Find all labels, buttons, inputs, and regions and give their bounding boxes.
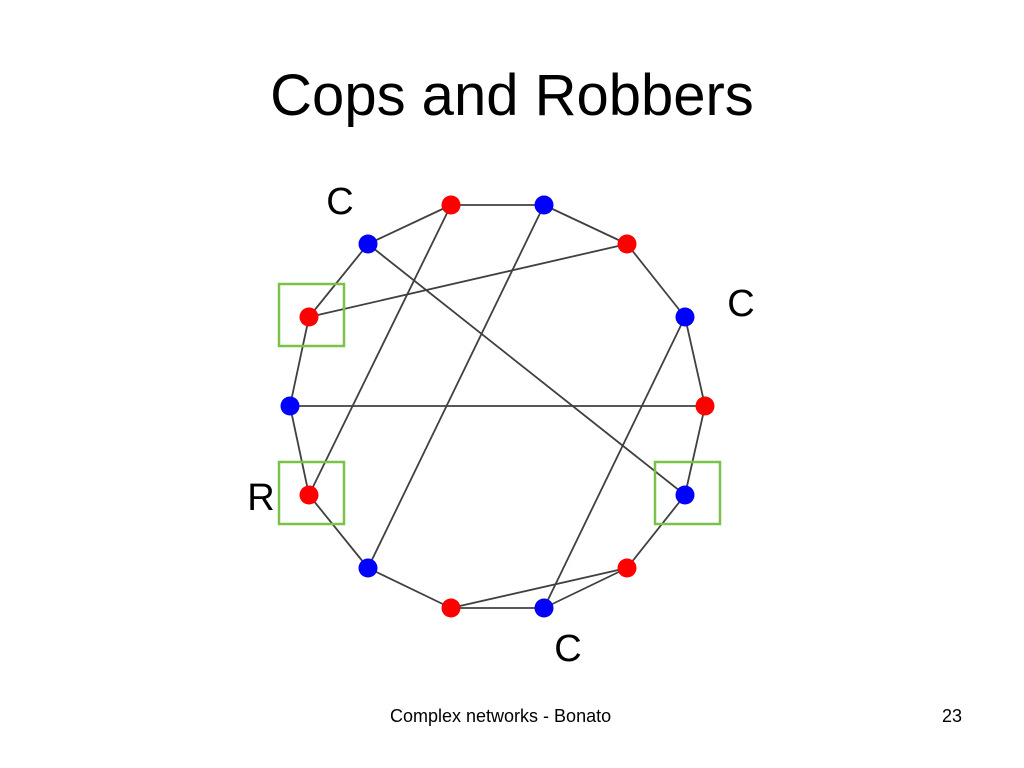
slide-number: 23 [941, 706, 962, 726]
edge [308, 243, 369, 318]
highlight-boxes [277, 282, 722, 526]
blue-vertex [675, 485, 695, 505]
edge [367, 204, 545, 569]
edge [367, 204, 452, 245]
blue-vertex [534, 598, 554, 618]
blue-vertex [280, 396, 300, 416]
blue-vertex [358, 234, 378, 254]
red-vertex [695, 396, 715, 416]
highlight-box [653, 460, 722, 526]
red-vertex [299, 485, 319, 505]
cop-label: C [554, 628, 581, 670]
edge [684, 405, 706, 496]
footer-text: Complex networks - Bonato [390, 706, 612, 726]
red-vertex [617, 234, 637, 254]
highlight-box [277, 282, 346, 348]
cop-label: C [727, 283, 754, 325]
slide-title: Cops and Robbers [270, 63, 754, 128]
cop-label: C [326, 181, 353, 223]
edge [289, 405, 310, 496]
edge [626, 494, 686, 569]
edge [543, 567, 628, 609]
edge [684, 316, 706, 407]
edge [308, 494, 369, 569]
edge [543, 204, 628, 245]
vertices [280, 195, 715, 618]
blue-vertex [675, 307, 695, 327]
highlight-box [277, 460, 346, 526]
edge [308, 243, 628, 318]
edge [450, 567, 628, 609]
red-vertex [299, 307, 319, 327]
edge [367, 567, 452, 609]
edge [289, 316, 310, 407]
edge [308, 204, 452, 496]
vertex-labels: C C R C [247, 181, 754, 670]
robber-label: R [247, 477, 274, 519]
edge [543, 316, 686, 609]
red-vertex [617, 558, 637, 578]
edge [367, 243, 686, 496]
blue-vertex [358, 558, 378, 578]
red-vertex [441, 195, 461, 215]
edge [626, 243, 686, 318]
blue-vertex [534, 195, 554, 215]
edges [289, 204, 706, 609]
red-vertex [441, 598, 461, 618]
